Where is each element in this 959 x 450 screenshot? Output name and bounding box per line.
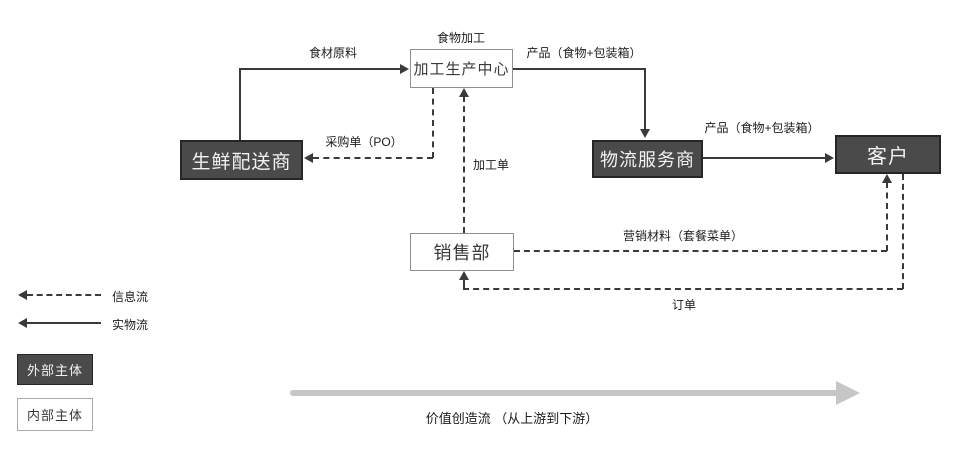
arrowhead-into-logistics <box>640 129 650 138</box>
edge-supplier-to-center-vertical <box>239 69 241 140</box>
arrowhead-processing-order <box>459 88 469 97</box>
edge-processing-order-vertical <box>463 96 465 233</box>
edge-logistics-to-customer <box>703 157 826 159</box>
edge-label-food-processing: 食物加工 <box>436 31 486 45</box>
legend-physical-flow-label: 实物流 <box>112 318 149 332</box>
edge-supplier-to-center-horizontal <box>239 68 401 70</box>
edge-marketing-horizontal <box>514 250 887 252</box>
arrowhead-order-into-sales <box>459 271 469 280</box>
edge-label-marketing-materials: 营销材料（套餐菜单） <box>622 229 744 243</box>
legend-info-flow-label: 信息流 <box>112 290 149 304</box>
edge-center-to-logistics-vertical <box>644 68 646 129</box>
edge-purchase-order-horizontal <box>313 157 433 159</box>
edge-order-vertical-right <box>902 174 904 289</box>
edge-label-product-mid: 产品（食物+包装箱） <box>704 121 820 135</box>
node-sales-dept: 销售部 <box>410 233 514 271</box>
value-flow-arrow-bar <box>290 390 838 396</box>
edge-label-processing-order: 加工单 <box>472 158 510 172</box>
legend-external-entity: 外部主体 <box>17 354 93 385</box>
edge-order-horizontal <box>463 288 903 290</box>
node-processing-center: 加工生产中心 <box>410 49 513 88</box>
node-logistics-provider: 物流服务商 <box>592 140 703 178</box>
legend-info-flow-arrowhead <box>18 290 27 300</box>
node-fresh-supplier: 生鲜配送商 <box>180 140 303 180</box>
arrowhead-marketing-into-customer <box>882 174 892 183</box>
value-flow-caption: 价值创造流 （从上游到下游） <box>425 411 599 426</box>
edge-marketing-vertical <box>886 182 888 251</box>
legend-physical-flow-line <box>27 322 101 324</box>
edge-label-order: 订单 <box>671 298 697 312</box>
legend-info-flow-line <box>27 294 101 296</box>
arrowhead-into-fresh-supplier <box>304 153 313 163</box>
node-customer: 客户 <box>835 135 941 174</box>
edge-purchase-order-vertical <box>432 88 434 158</box>
arrowhead-into-customer <box>825 153 834 163</box>
edge-label-purchase-order: 采购单（PO） <box>325 135 403 149</box>
edge-order-vertical-left <box>463 279 465 289</box>
edge-label-raw-materials: 食材原料 <box>308 46 358 60</box>
legend-physical-flow-arrowhead <box>18 318 27 328</box>
arrowhead-into-processing-center <box>400 64 409 74</box>
value-flow-arrow-head <box>836 381 860 405</box>
edge-center-to-logistics-horizontal <box>513 68 645 70</box>
legend-internal-entity: 内部主体 <box>17 398 93 431</box>
edge-label-product-top: 产品（食物+包装箱） <box>526 46 642 60</box>
